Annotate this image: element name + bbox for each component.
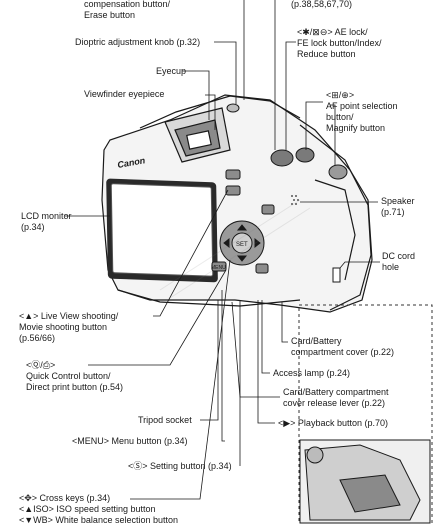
quick-control-label: <Ⓠ/⎙> Quick Control button/ Direct print… — [26, 360, 123, 393]
tripod-label: Tripod socket — [138, 415, 192, 426]
access-lamp-label: Access lamp (p.24) — [273, 368, 350, 379]
menu-label: <MENU> Menu button (p.34) — [72, 436, 188, 447]
dioptric-knob — [227, 104, 239, 112]
speaker-label: Speaker (p.71) — [381, 196, 415, 218]
cross-keys-label: <✥> Cross keys (p.34) — [19, 493, 110, 504]
dc-cord-label: DC cord hole — [382, 251, 415, 273]
release-lever-label: Card/Battery compartment cover release l… — [283, 387, 389, 409]
exposure-comp-label: compensation button/ Erase button — [84, 0, 170, 21]
af-point-label: <⊞/⊕> AF point selection button/ Magnify… — [326, 90, 398, 134]
setting-label: <Ⓢ> Setting button (p.34) — [128, 461, 232, 472]
wb-label: <▼WB> White balance selection button — [19, 515, 178, 526]
lcd-monitor-label: LCD monitor (p.34) — [21, 211, 72, 233]
playback-label: <▶> Playback button (p.70) — [278, 418, 388, 429]
dc-cord-hole — [333, 268, 340, 282]
live-view-label: <▲> Live View shooting/ Movie shooting b… — [19, 311, 118, 344]
eyecup-label: Eyecup — [156, 66, 186, 77]
menu-button-marking: MENU — [211, 265, 226, 271]
dioptric-label: Dioptric adjustment knob (p.32) — [75, 37, 200, 48]
iso-label: <▲ISO> ISO speed setting button — [19, 504, 156, 515]
lcd-monitor — [106, 178, 218, 282]
set-label: SET — [236, 242, 248, 248]
viewfinder-label: Viewfinder eyepiece — [84, 89, 164, 100]
ae-lock-label: <✱/⊠⊖> AE lock/ FE lock button/Index/ Re… — [297, 27, 382, 60]
card-cover-label: Card/Battery compartment cover (p.22) — [291, 336, 394, 358]
top-right-pages-label: (p.38,58,67,70) — [291, 0, 352, 10]
